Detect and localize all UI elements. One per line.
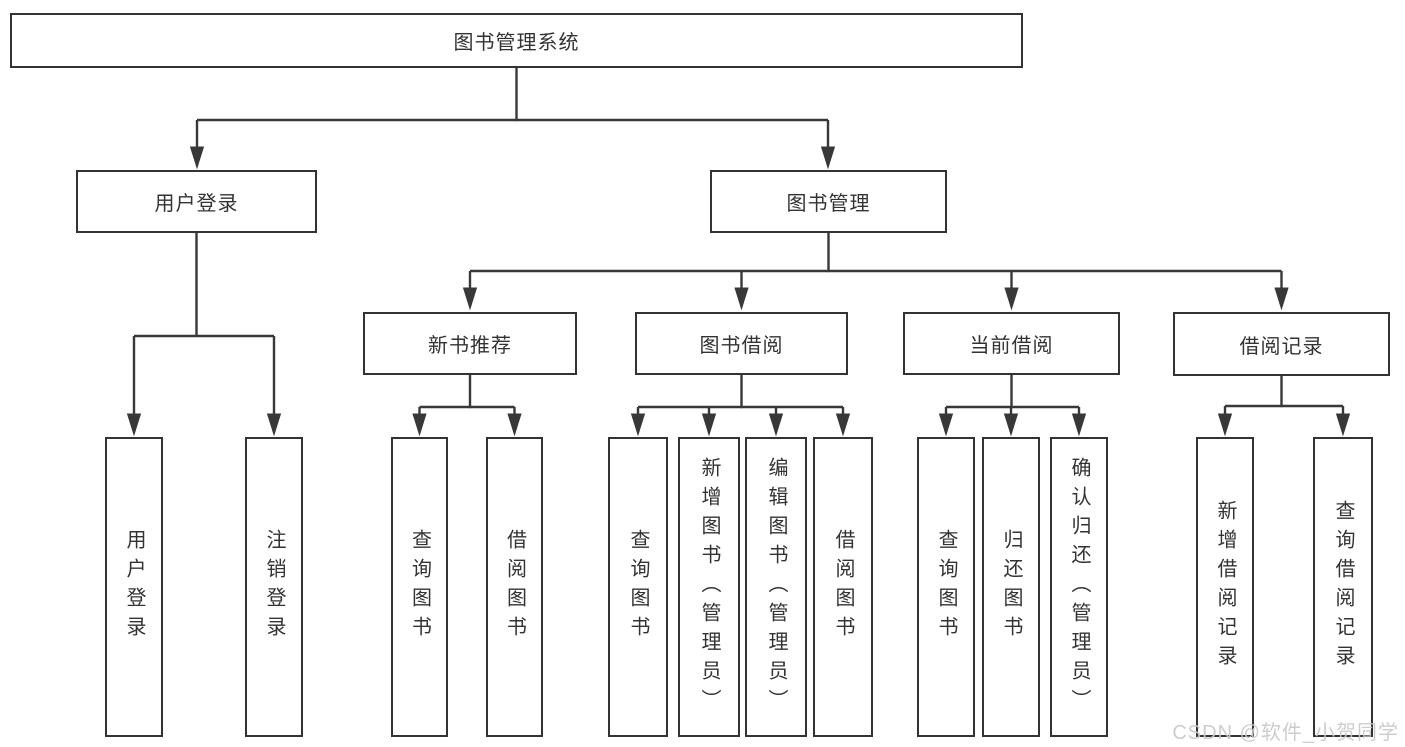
leaf-add-borrow-record: 新增借阅记录 [1196,437,1254,737]
csdn-watermark: CSDN @软件_小贺同学 [1172,722,1399,744]
leaf-logout: 注销登录 [245,437,303,737]
tree-arrow-lines [126,120,1351,437]
node-user-login-module: 用户登录 [76,170,317,233]
node-new-book-recommend: 新书推荐 [363,312,577,375]
leaf-return-books: 归还图书 [982,437,1040,737]
leaf-add-books-admin: 新增图书（管理员） [678,437,740,737]
leaf-confirm-return-admin: 确认归还（管理员） [1050,437,1108,737]
node-root-system: 图书管理系统 [10,13,1023,68]
leaf-edit-books-admin: 编辑图书（管理员） [745,437,807,737]
node-book-borrowing: 图书借阅 [635,312,848,375]
leaf-query-books-current: 查询图书 [917,437,975,737]
node-current-borrowing: 当前借阅 [903,312,1120,375]
leaf-borrow-books-recommend: 借阅图书 [486,437,543,737]
leaf-borrow-books: 借阅图书 [813,437,873,737]
leaf-query-books-recommend: 查询图书 [391,437,448,737]
node-borrowing-records: 借阅记录 [1173,312,1390,376]
leaf-query-borrow-record: 查询借阅记录 [1313,437,1373,737]
leaf-user-login: 用户登录 [105,437,163,737]
node-book-management-module: 图书管理 [710,170,947,233]
leaf-query-books-borrowing: 查询图书 [608,437,668,737]
